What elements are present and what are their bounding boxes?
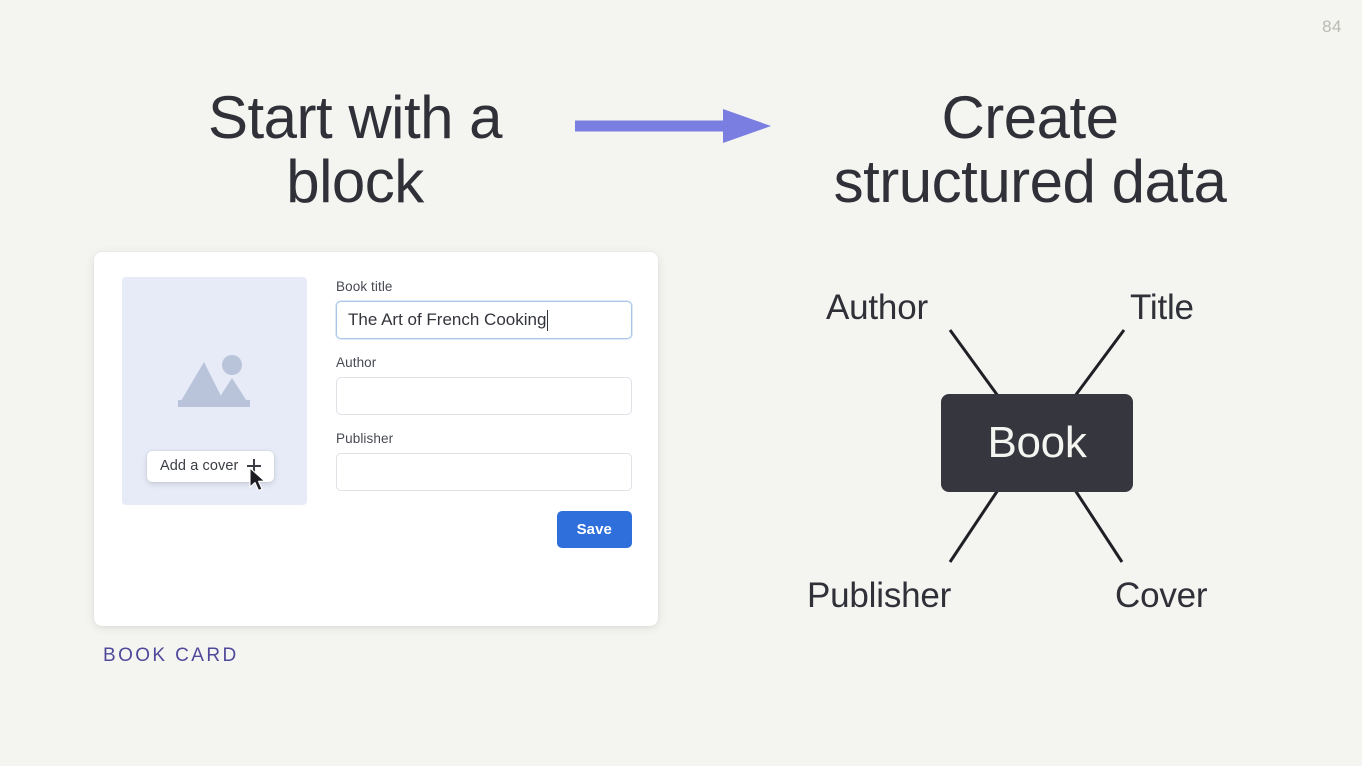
- publisher-label: Publisher: [336, 431, 394, 446]
- field-group-book-title: Book title The Art of French Cooking: [336, 279, 632, 339]
- heading-right: Create structured data: [833, 84, 1227, 215]
- save-button[interactable]: Save: [556, 511, 632, 548]
- book-form: Book title The Art of French Cooking Aut…: [336, 279, 632, 548]
- cover-upload-area[interactable]: Add a cover: [122, 277, 307, 505]
- plus-icon: [247, 459, 262, 473]
- save-row: Save: [336, 511, 632, 548]
- entity-box-book: Book: [941, 394, 1133, 492]
- publisher-input[interactable]: [336, 453, 632, 491]
- attribute-label-author: Author: [826, 288, 928, 327]
- add-a-cover-button[interactable]: Add a cover: [147, 451, 275, 482]
- entity-box-label: Book: [987, 418, 1087, 467]
- add-cover-label: Add a cover: [160, 458, 239, 474]
- attribute-label-title: Title: [1130, 288, 1194, 327]
- page-number: 84: [1322, 17, 1342, 36]
- book-card: Add a cover Book title The Art of French…: [94, 252, 658, 626]
- author-label: Author: [336, 355, 377, 370]
- heading-left: Start with a block: [207, 84, 503, 215]
- entity-diagram: Book Author Title Publisher Cover: [790, 270, 1280, 640]
- field-group-author: Author: [336, 355, 632, 415]
- book-title-value: The Art of French Cooking: [348, 310, 547, 329]
- text-caret: [547, 309, 549, 331]
- book-title-input[interactable]: The Art of French Cooking: [336, 301, 632, 339]
- attribute-label-publisher: Publisher: [807, 576, 952, 615]
- book-title-label: Book title: [336, 279, 393, 294]
- book-card-caption: BOOK CARD: [103, 645, 239, 666]
- field-group-publisher: Publisher: [336, 431, 632, 491]
- image-placeholder-icon: [176, 350, 254, 412]
- right-arrow-icon: [575, 108, 771, 144]
- diagram-connector-lines: [948, 329, 1126, 563]
- attribute-label-cover: Cover: [1115, 576, 1208, 615]
- author-input[interactable]: [336, 377, 632, 415]
